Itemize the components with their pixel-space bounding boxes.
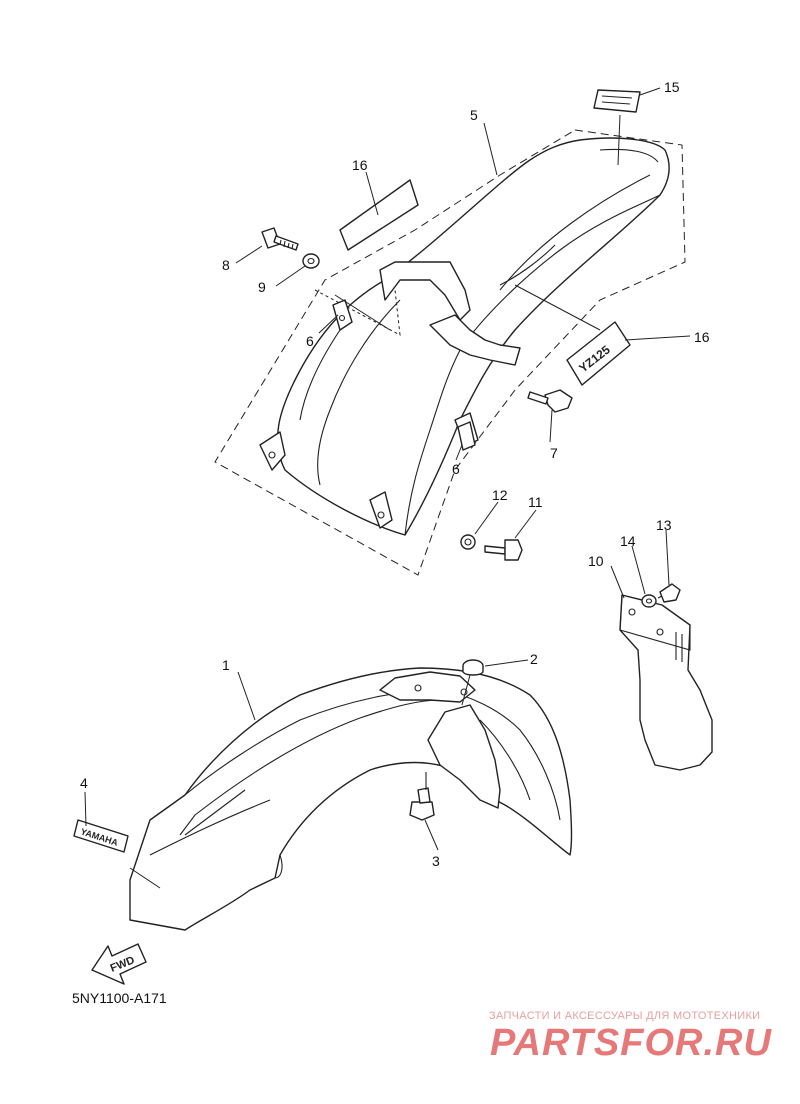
watermark-logo: PARTSFOR.RU: [490, 1022, 772, 1064]
callout-6-left: 6: [306, 333, 314, 349]
callout-12: 12: [492, 487, 508, 503]
bolt-2: [462, 659, 484, 676]
callout-16-right: 16: [694, 329, 710, 345]
bolt-8: [261, 227, 299, 251]
clip-6-right: [457, 421, 476, 451]
callout-4: 4: [80, 775, 88, 791]
decal-4-yamaha: YAMAHA: [73, 819, 129, 853]
front-fender: [129, 667, 573, 931]
watermark-subtitle: ЗАПЧАСТИ И АКСЕССУАРЫ ДЛЯ МОТОТЕХНИКИ: [489, 1010, 761, 1022]
callout-16-left: 16: [352, 157, 368, 173]
callout-11: 11: [528, 494, 543, 510]
callout-2: 2: [530, 651, 538, 667]
fwd-arrow: FWD: [91, 943, 147, 985]
bolt-13: [657, 583, 681, 603]
callout-3: 3: [432, 853, 440, 869]
leader-lines: [84, 87, 691, 889]
bolt-3: [409, 772, 435, 821]
callout-15: 15: [664, 79, 680, 95]
callout-labels: 15 5 16 8 9 6 16 7 6 12 11 13 14 10 1 2 …: [80, 79, 710, 869]
callout-9: 9: [258, 279, 266, 295]
washer-12: [460, 534, 476, 550]
bolt-11: [484, 539, 523, 561]
mud-flap: [619, 594, 713, 771]
bolt-7: [527, 389, 573, 413]
callout-5: 5: [470, 107, 478, 123]
decal-15: [593, 89, 641, 113]
decal-16-left: [339, 179, 419, 251]
callout-6-right: 6: [452, 461, 460, 477]
decal-16-model: YZ125: [566, 321, 631, 386]
clip-6-left: [332, 299, 353, 331]
callout-7: 7: [550, 445, 558, 461]
callout-8: 8: [222, 257, 230, 273]
callout-1: 1: [222, 657, 230, 673]
callout-14: 14: [620, 533, 636, 549]
callout-10: 10: [588, 553, 604, 569]
diagram-code: 5NY1100-A171: [72, 990, 167, 1006]
washer-9: [302, 253, 320, 269]
washer-14: [641, 594, 657, 608]
callout-13: 13: [656, 517, 672, 533]
